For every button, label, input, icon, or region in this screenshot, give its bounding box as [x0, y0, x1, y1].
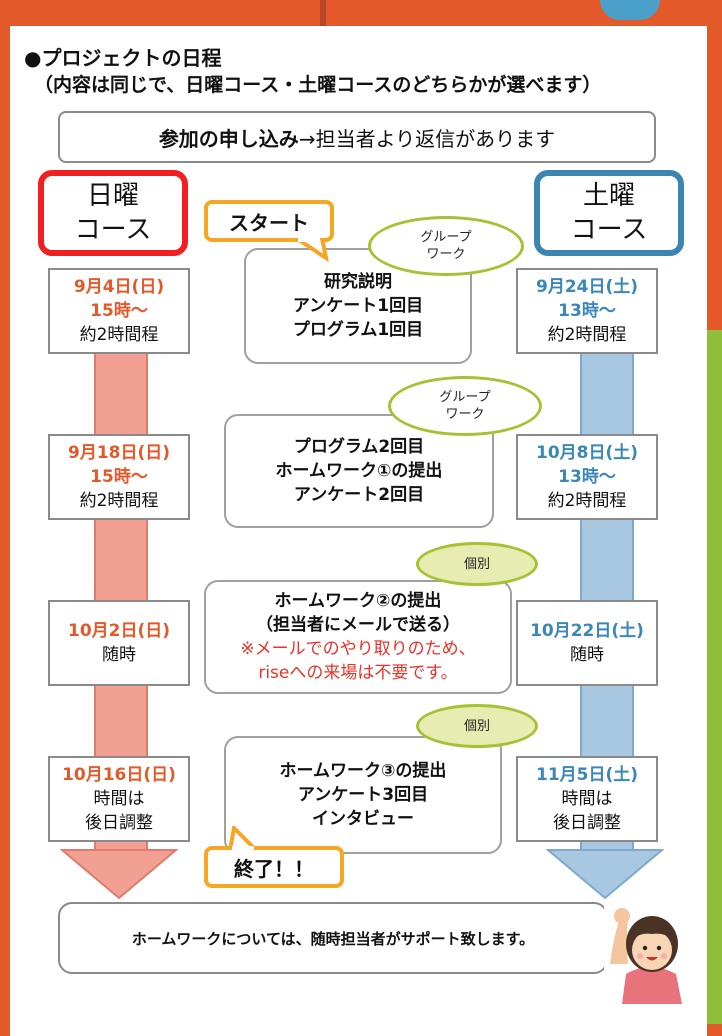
step-line: プログラム2回目	[293, 437, 425, 457]
apply-rest-text: →担当者より返信があります	[298, 126, 556, 151]
page-subtitle: （内容は同じで、日曜コース・土曜コースのどちらかが選べます）	[34, 74, 602, 96]
date-label: 11月5日(土)	[535, 765, 639, 785]
apply-banner: 参加の申し込み→担当者より返信があります	[58, 111, 656, 163]
date-label: 10月2日(日)	[67, 621, 171, 641]
support-staff-illustration-icon	[604, 904, 698, 1004]
individual-tag: 個別	[416, 542, 538, 586]
start-label: スタート	[229, 210, 309, 235]
footer-note: ホームワークについては、随時担当者がサポート致します。	[58, 902, 608, 974]
time-label: 13時～	[558, 301, 616, 321]
group-work-tag: グループ ワーク	[388, 376, 542, 436]
note-label: 時間は	[93, 789, 145, 809]
end-bubble: 終了！！	[204, 846, 344, 888]
sunday-date-2: 9月18日(日) 15時～ 約2時間程	[48, 434, 190, 520]
background-decoration	[320, 0, 326, 26]
tag-line: ワーク	[445, 407, 485, 422]
footer-text: ホームワークについては、随時担当者がサポート致します。	[131, 929, 535, 948]
saturday-course-box: 土曜 コース	[534, 170, 684, 256]
sunday-date-1: 9月4日(日) 15時～ 約2時間程	[48, 268, 190, 354]
step-line: アンケート3回目	[297, 785, 429, 805]
saturday-arrow-head	[546, 849, 664, 900]
step-note-red: riseへの来場は不要です。	[258, 663, 458, 683]
saturday-date-3: 10月22日(土) 随時	[516, 600, 658, 686]
duration-label: 約2時間程	[79, 491, 159, 511]
tag-line: 個別	[463, 556, 490, 572]
note-label: 随時	[570, 645, 604, 665]
note-label-2: 後日調整	[85, 813, 153, 833]
date-label: 9月18日(日)	[67, 443, 171, 463]
sunday-arrow-head	[60, 849, 178, 900]
step-line: 研究説明	[324, 272, 392, 292]
time-label: 15時～	[90, 301, 148, 321]
start-bubble: スタート	[204, 200, 334, 242]
saturday-course-line2: コース	[570, 215, 648, 245]
date-label: 10月22日(土)	[530, 621, 644, 641]
page-title: ●プロジェクトの日程	[24, 46, 222, 70]
step-line: ホームワーク①の提出	[275, 461, 443, 481]
step-note-red: ※メールでのやり取りのため、	[240, 639, 476, 659]
tag-line: グループ	[439, 390, 491, 405]
group-work-tag: グループ ワーク	[368, 216, 524, 276]
sunday-date-4: 10月16日(日) 時間は 後日調整	[48, 756, 190, 842]
step-line: アンケート1回目	[292, 296, 424, 316]
note-label-2: 後日調整	[553, 813, 621, 833]
duration-label: 約2時間程	[547, 325, 627, 345]
date-label: 9月24日(土)	[535, 277, 639, 297]
end-label: 終了！！	[234, 856, 314, 881]
start-bubble-tail	[292, 238, 329, 262]
end-bubble-tail	[227, 826, 259, 850]
duration-label: 約2時間程	[79, 325, 159, 345]
step-3-box: ホームワーク②の提出 （担当者にメールで送る） ※メールでのやり取りのため、 r…	[204, 580, 512, 694]
step-line: （担当者にメールで送る）	[256, 615, 460, 635]
sunday-date-3: 10月2日(日) 随時	[48, 600, 190, 686]
saturday-date-4: 11月5日(土) 時間は 後日調整	[516, 756, 658, 842]
background-green-strip	[706, 330, 722, 1024]
tag-line: 個別	[463, 718, 490, 734]
saturday-course-line1: 土曜	[582, 181, 635, 211]
step-line: ホームワーク③の提出	[279, 761, 447, 781]
note-label: 随時	[102, 645, 136, 665]
date-label: 10月16日(日)	[62, 765, 176, 785]
duration-label: 約2時間程	[547, 491, 627, 511]
date-label: 10月8日(土)	[535, 443, 639, 463]
time-label: 15時～	[90, 467, 148, 487]
note-label: 時間は	[561, 789, 613, 809]
apply-bold-text: 参加の申し込み	[158, 126, 299, 151]
tag-line: グループ	[420, 230, 472, 245]
sunday-course-line1: 日曜	[86, 181, 139, 211]
individual-tag: 個別	[416, 704, 538, 748]
step-4-box: ホームワーク③の提出 アンケート3回目 インタビュー	[224, 736, 502, 854]
step-line: プログラム1回目	[292, 320, 424, 340]
step-line: アンケート2回目	[293, 485, 425, 505]
step-line: ホームワーク②の提出	[274, 591, 442, 611]
time-label: 13時～	[558, 467, 616, 487]
tag-line: ワーク	[426, 247, 466, 262]
sunday-course-line2: コース	[74, 215, 152, 245]
background-decoration	[600, 0, 660, 20]
step-line: インタビュー	[312, 809, 414, 829]
date-label: 9月4日(日)	[73, 277, 165, 297]
sunday-course-box: 日曜 コース	[38, 170, 188, 256]
saturday-date-1: 9月24日(土) 13時～ 約2時間程	[516, 268, 658, 354]
saturday-date-2: 10月8日(土) 13時～ 約2時間程	[516, 434, 658, 520]
